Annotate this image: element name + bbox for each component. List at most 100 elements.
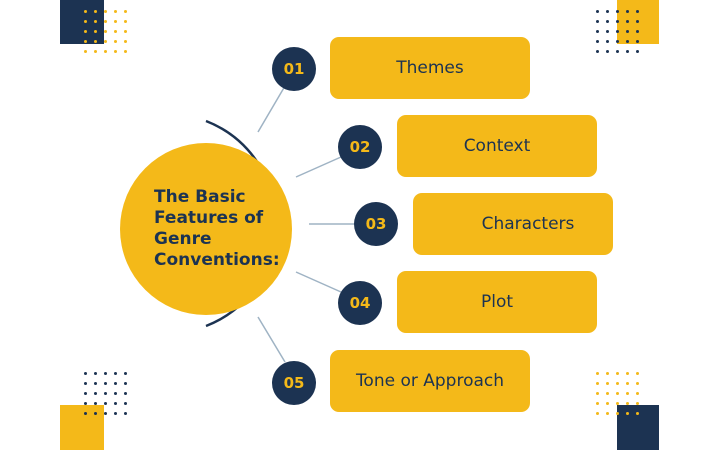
item-label-1: Themes bbox=[396, 58, 464, 78]
item-box-themes: Themes bbox=[330, 37, 530, 99]
decor-dot bbox=[104, 382, 107, 385]
center-title: The Basic Features of Genre Conventions: bbox=[154, 187, 280, 270]
item-box-tone-or-approach: Tone or Approach bbox=[330, 350, 530, 412]
decor-dot bbox=[606, 382, 609, 385]
decor-dot bbox=[606, 20, 609, 23]
decor-dot bbox=[124, 10, 127, 13]
item-label-5: Tone or Approach bbox=[355, 371, 505, 391]
connector-line-1 bbox=[257, 85, 286, 133]
decor-dot bbox=[616, 412, 619, 415]
decor-dot bbox=[626, 412, 629, 415]
decor-dot bbox=[596, 50, 599, 53]
decor-dot bbox=[124, 412, 127, 415]
decor-dot bbox=[626, 20, 629, 23]
decor-dot bbox=[616, 40, 619, 43]
item-number-4: 04 bbox=[338, 281, 382, 325]
decor-dot bbox=[104, 50, 107, 53]
decor-dot bbox=[114, 372, 117, 375]
decor-dot bbox=[626, 40, 629, 43]
decor-dot bbox=[84, 20, 87, 23]
decor-dot bbox=[114, 30, 117, 33]
decor-dot bbox=[94, 20, 97, 23]
decor-dots-top-right bbox=[596, 10, 639, 53]
decor-dot bbox=[104, 402, 107, 405]
decor-dot bbox=[636, 372, 639, 375]
decor-dot bbox=[606, 40, 609, 43]
decor-dot bbox=[616, 372, 619, 375]
decor-dot bbox=[636, 10, 639, 13]
decor-dot bbox=[84, 412, 87, 415]
decor-dot bbox=[606, 402, 609, 405]
decor-dot bbox=[596, 20, 599, 23]
decor-dot bbox=[124, 50, 127, 53]
decor-dot bbox=[104, 20, 107, 23]
decor-dots-bottom-left bbox=[84, 372, 127, 415]
decor-dot bbox=[94, 392, 97, 395]
decor-dot bbox=[616, 30, 619, 33]
item-box-characters: Characters bbox=[413, 193, 613, 255]
decor-dot bbox=[596, 382, 599, 385]
decor-dot bbox=[636, 20, 639, 23]
decor-dot bbox=[84, 372, 87, 375]
item-box-plot: Plot bbox=[397, 271, 597, 333]
decor-dot bbox=[626, 392, 629, 395]
decor-dot bbox=[94, 372, 97, 375]
decor-dot bbox=[626, 402, 629, 405]
item-number-2: 02 bbox=[338, 125, 382, 169]
decor-dot bbox=[124, 382, 127, 385]
decor-dot bbox=[94, 40, 97, 43]
decor-dot bbox=[124, 40, 127, 43]
decor-dot bbox=[596, 372, 599, 375]
decor-dot bbox=[616, 20, 619, 23]
decor-dot bbox=[104, 40, 107, 43]
decor-dot bbox=[94, 382, 97, 385]
decor-dot bbox=[636, 402, 639, 405]
connector-line-5 bbox=[257, 316, 286, 363]
decor-dot bbox=[636, 50, 639, 53]
decor-dot bbox=[626, 382, 629, 385]
decor-dot bbox=[84, 382, 87, 385]
decor-dot bbox=[626, 10, 629, 13]
decor-dot bbox=[596, 402, 599, 405]
decor-dot bbox=[124, 402, 127, 405]
decor-dot bbox=[94, 402, 97, 405]
decor-dot bbox=[636, 392, 639, 395]
decor-dot bbox=[606, 392, 609, 395]
decor-dot bbox=[596, 412, 599, 415]
item-number-1: 01 bbox=[272, 47, 316, 91]
decor-dots-top-left bbox=[84, 10, 127, 53]
decor-dot bbox=[636, 30, 639, 33]
decor-dot bbox=[114, 402, 117, 405]
decor-dot bbox=[94, 412, 97, 415]
decor-dot bbox=[616, 392, 619, 395]
decor-dot bbox=[596, 40, 599, 43]
decor-dot bbox=[94, 30, 97, 33]
decor-dot bbox=[124, 20, 127, 23]
connector-line-2 bbox=[295, 156, 342, 178]
decor-dot bbox=[114, 412, 117, 415]
decor-dot bbox=[636, 40, 639, 43]
decor-dot bbox=[84, 402, 87, 405]
decor-dot bbox=[616, 50, 619, 53]
decor-dot bbox=[104, 30, 107, 33]
item-label-3: Characters bbox=[481, 214, 575, 234]
decor-dot bbox=[636, 382, 639, 385]
decor-dot bbox=[606, 372, 609, 375]
decor-dot bbox=[94, 50, 97, 53]
decor-dot bbox=[616, 10, 619, 13]
decor-dot bbox=[124, 30, 127, 33]
decor-dot bbox=[94, 10, 97, 13]
decor-dot bbox=[104, 372, 107, 375]
decor-dot bbox=[114, 40, 117, 43]
center-circle: The Basic Features of Genre Conventions: bbox=[120, 143, 292, 315]
decor-dot bbox=[84, 40, 87, 43]
decor-dot bbox=[606, 10, 609, 13]
decor-dot bbox=[596, 392, 599, 395]
item-number-5: 05 bbox=[272, 361, 316, 405]
connector-line-4 bbox=[295, 271, 342, 293]
decor-dot bbox=[84, 50, 87, 53]
decor-dot bbox=[104, 392, 107, 395]
decor-dots-bottom-right bbox=[596, 372, 639, 415]
decor-dot bbox=[124, 392, 127, 395]
